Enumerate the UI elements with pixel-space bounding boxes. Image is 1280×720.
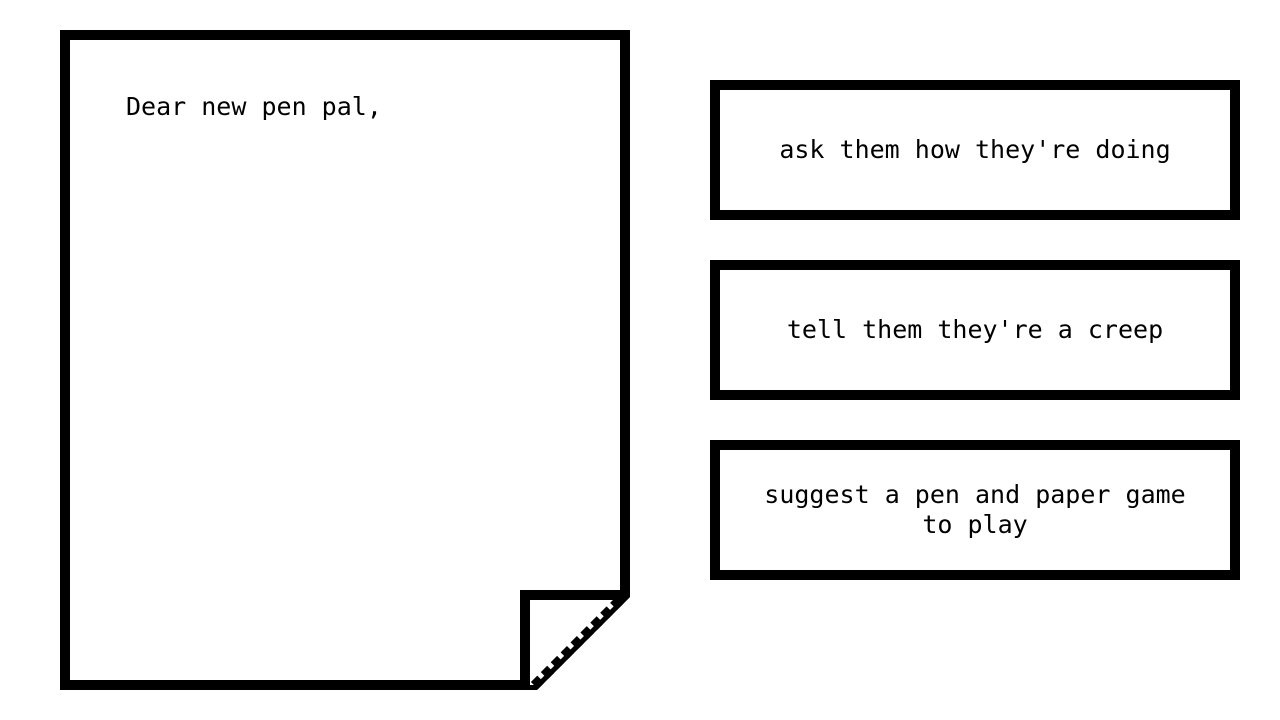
paper-outline bbox=[60, 30, 630, 690]
choice-label: ask them how they're doing bbox=[779, 135, 1171, 164]
choice-button-ask-how-doing[interactable]: ask them how they're doing bbox=[710, 80, 1240, 220]
choice-label: suggest a pen and paper game to play bbox=[764, 480, 1186, 539]
choice-button-suggest-game[interactable]: suggest a pen and paper game to play bbox=[710, 440, 1240, 580]
letter-paper: Dear new pen pal, bbox=[60, 30, 630, 690]
choice-button-tell-creep[interactable]: tell them they're a creep bbox=[710, 260, 1240, 400]
choice-label: tell them they're a creep bbox=[786, 315, 1164, 344]
letter-greeting: Dear new pen pal, bbox=[126, 92, 382, 121]
